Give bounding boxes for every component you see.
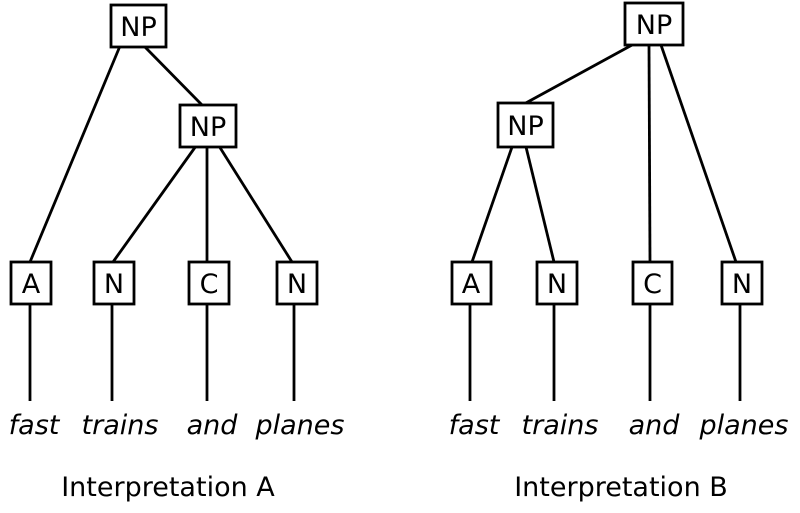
word-trains: trains: [522, 410, 599, 441]
edge-inner-np-to-n2: [217, 145, 294, 263]
edge-root-to-c: [647, 44, 652, 263]
pos-box-n2: [275, 260, 319, 306]
word-trains: trains: [82, 410, 159, 441]
pos-box-c: [631, 260, 674, 306]
pos-label-n2: N: [287, 269, 307, 300]
edge-inner-np-to-n1: [524, 146, 556, 263]
pos-label-n2: N: [732, 269, 752, 300]
edge-root-to-inner-np: [523, 43, 633, 106]
edge-root-to-n2: [659, 44, 738, 263]
pos-label-n1: N: [547, 269, 567, 300]
edge-root-to-inner-np: [143, 45, 204, 107]
word-fast: fast: [9, 410, 61, 441]
word-fast: fast: [449, 410, 501, 441]
word-and: and: [187, 410, 239, 441]
tree-interpretation-b: NP NP A N C N fast trains and planes Int…: [449, 1, 789, 503]
np-root-box: [623, 1, 685, 47]
pos-label-a: A: [462, 269, 481, 300]
np-inner-box: [496, 101, 555, 149]
np-root-box: [109, 3, 168, 49]
np-root-label: NP: [636, 10, 672, 41]
pos-box-a: [450, 260, 493, 306]
np-inner-label: NP: [507, 111, 543, 142]
pos-label-a: A: [22, 269, 41, 300]
np-root-label: NP: [120, 12, 156, 43]
word-and: and: [629, 410, 681, 441]
pos-box-n1: [92, 260, 136, 306]
edge-root-to-a: [28, 45, 122, 263]
word-planes: planes: [255, 410, 345, 441]
pos-box-n2: [720, 260, 764, 306]
pos-label-n1: N: [104, 269, 124, 300]
pos-box-a: [9, 260, 53, 306]
pos-box-c: [187, 260, 231, 306]
caption-interpretation-b: Interpretation B: [514, 472, 728, 503]
np-inner-label: NP: [190, 112, 226, 143]
tree-interpretation-a: NP NP A N C N fast trains and planes Int…: [9, 3, 345, 503]
np-inner-box: [178, 103, 238, 149]
pos-label-c: C: [200, 269, 219, 300]
caption-interpretation-a: Interpretation A: [61, 472, 275, 503]
pos-label-c: C: [643, 269, 662, 300]
edge-inner-np-to-a: [470, 146, 514, 263]
pos-box-n1: [535, 260, 579, 306]
edge-inner-np-to-n1: [111, 145, 198, 263]
word-planes: planes: [699, 410, 789, 441]
